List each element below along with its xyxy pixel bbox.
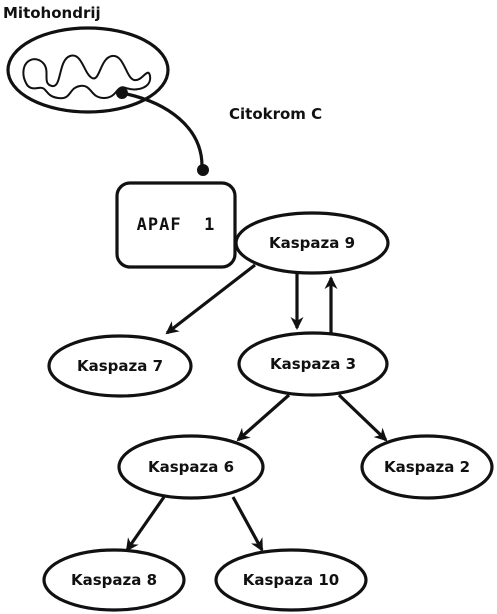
- caspase9-ellipse: [234, 211, 390, 275]
- apaf1-node: APAF 1: [115, 181, 237, 269]
- mitochondrion-label: Mitohondrij: [3, 4, 101, 22]
- edge-caspase6-to-caspase8: [125, 496, 166, 552]
- caspase10-ellipse: [214, 548, 368, 612]
- caspase10-label: Kaspaza 10: [243, 571, 339, 589]
- caspase3-ellipse: [237, 331, 389, 397]
- caspase8-node: Kaspaza 8: [42, 548, 186, 612]
- caspase8-ellipse: [42, 548, 186, 612]
- caspase7-label: Kaspaza 7: [77, 357, 163, 375]
- mitochondrion: [6, 26, 170, 114]
- apaf1-label: APAF 1: [137, 215, 216, 235]
- mitochondrion-cristae: [22, 54, 152, 100]
- apaf1-box: [115, 181, 237, 269]
- caspase9-label: Kaspaza 9: [269, 234, 355, 252]
- cytochrome-release-arrow: [121, 91, 204, 167]
- edge-caspase9-to-caspase7: [165, 263, 256, 335]
- caspase10-node: Kaspaza 10: [214, 548, 368, 612]
- caspase2-ellipse: [360, 434, 494, 500]
- edge-caspase6-to-caspase10: [231, 496, 264, 552]
- caspase6-ellipse: [117, 434, 265, 500]
- cytochrome-label: Citokrom C: [229, 105, 322, 123]
- caspase3-label: Kaspaza 3: [270, 355, 356, 373]
- caspase8-label: Kaspaza 8: [71, 571, 157, 589]
- caspase6-node: Kaspaza 6: [117, 434, 265, 500]
- caspase3-node: Kaspaza 3: [237, 331, 389, 397]
- caspase9-node: Kaspaza 9: [234, 211, 390, 275]
- caspase2-label: Kaspaza 2: [384, 458, 470, 476]
- caspase7-ellipse: [47, 334, 193, 398]
- edge-caspase3-to-caspase6: [236, 393, 291, 442]
- mitochondrion-outer-membrane: [6, 26, 170, 114]
- edge-caspase3-to-caspase2: [337, 393, 388, 442]
- caspase2-node: Kaspaza 2: [360, 434, 494, 500]
- cytochrome-binding-dot: [197, 164, 209, 176]
- caspase7-node: Kaspaza 7: [47, 334, 193, 398]
- caspase6-label: Kaspaza 6: [148, 458, 234, 476]
